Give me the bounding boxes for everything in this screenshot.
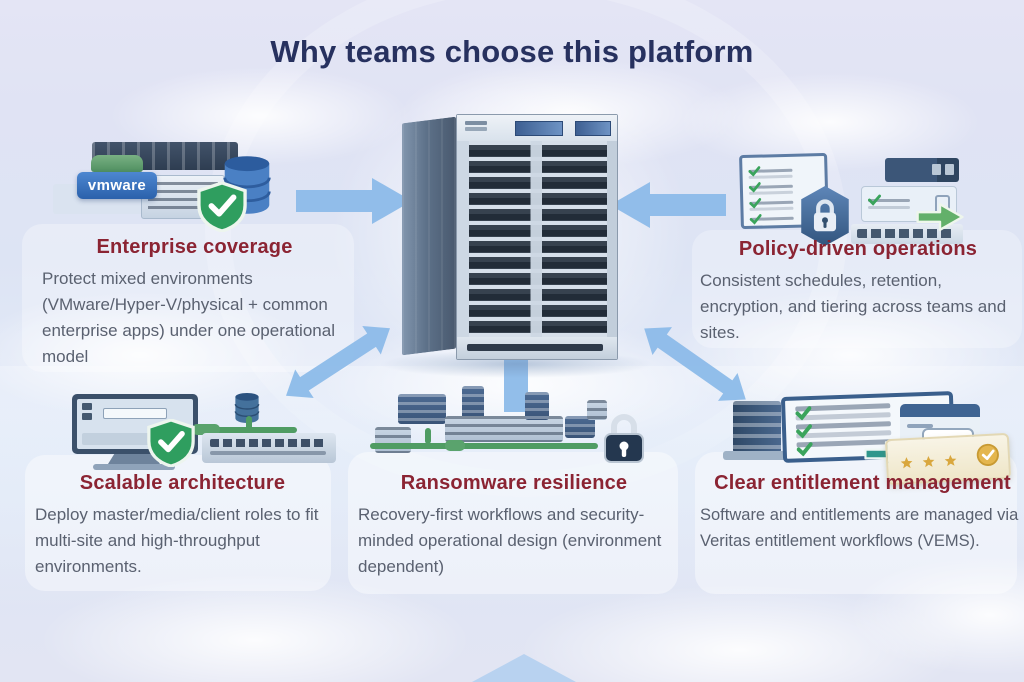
screen-detail (82, 433, 152, 445)
panel-ransomware (348, 452, 678, 594)
section-scalable-architecture: Scalable architecture Deploy master/medi… (35, 472, 330, 580)
padlock-icon (604, 414, 644, 463)
section-body: Software and entitlements are managed vi… (700, 506, 1019, 550)
server-box-icon (375, 427, 411, 453)
server-light (945, 164, 954, 175)
section-body: Recovery-first workflows and security-mi… (358, 505, 662, 576)
network-switch-icon (202, 433, 336, 463)
padlock-icon (801, 186, 849, 246)
switch-ports (210, 439, 326, 447)
card-line (868, 198, 910, 202)
server-top-bezel (457, 115, 617, 141)
app-card-header (900, 404, 980, 417)
server-brand-label (465, 121, 487, 125)
screen-detail (82, 413, 92, 420)
server-tower-icon (733, 401, 781, 453)
checklist-row (795, 419, 941, 442)
server-slots (857, 229, 955, 238)
shield-check-icon (197, 182, 247, 232)
network-node (192, 424, 220, 435)
section-heading: Scalable architecture (79, 472, 286, 494)
section-entitlement-management: Clear entitlement management Software an… (700, 472, 1024, 554)
server-box-icon (462, 386, 484, 420)
checklist-row (748, 177, 819, 195)
section-ransomware-resilience: Ransomware resilience Recovery-first wor… (358, 472, 670, 580)
policy-icon-cluster (722, 140, 1017, 252)
monitor-base (93, 464, 175, 470)
star-icon (922, 456, 935, 468)
star-icon (900, 457, 913, 469)
section-heading: Policy-driven operations (738, 238, 978, 260)
network-cable (370, 443, 598, 449)
shield-check-icon (147, 419, 195, 467)
section-policy-driven-operations: Policy-driven operations Consistent sche… (700, 238, 1016, 346)
vmware-badge: vmware (77, 172, 157, 199)
server-tower-base (723, 451, 789, 460)
server-display-window (575, 121, 611, 136)
switch-detail (210, 451, 326, 455)
server-side-panel (402, 116, 456, 356)
drive-slot (103, 408, 167, 419)
star-icon (944, 454, 957, 467)
server-box-icon (398, 394, 446, 424)
checklist-row (748, 161, 818, 179)
checklist-row (749, 193, 819, 211)
network-cable (183, 427, 297, 433)
section-body: Protect mixed environments (VMware/Hyper… (42, 269, 335, 366)
server-strip-icon (885, 158, 959, 182)
green-module-icon (91, 155, 143, 172)
server-front-panel (456, 114, 618, 360)
checklist-row (796, 437, 941, 460)
green-arrow-icon (916, 203, 964, 231)
page-title: Why teams choose this platform (270, 34, 754, 69)
server-base-bezel (457, 337, 617, 359)
server-drive-bays (457, 141, 617, 337)
section-enterprise-coverage: Enterprise coverage Protect mixed enviro… (42, 236, 347, 370)
server-display-window (515, 121, 563, 136)
server-box-icon (525, 392, 549, 420)
section-heading: Enterprise coverage (96, 236, 293, 258)
enterprise-icon-cluster: vmware (45, 128, 345, 240)
checklist-row (868, 192, 950, 208)
panel-policy (692, 230, 1022, 348)
central-server-rack-icon (402, 106, 620, 364)
server-light (932, 164, 941, 175)
section-heading: Ransomware resilience (400, 472, 628, 494)
panel-scalable (25, 455, 331, 591)
license-ticket-icon (884, 432, 1012, 486)
section-body: Deploy master/media/client roles to fit … (35, 505, 319, 576)
monitor-stand (108, 454, 160, 464)
network-cable (246, 416, 252, 433)
bottom-arrow-tip-decoration (472, 654, 576, 682)
app-card-line (907, 424, 933, 428)
server-base-slot (467, 344, 603, 351)
network-node (445, 440, 465, 451)
checklist-row (749, 209, 820, 227)
section-body: Consistent schedules, retention, encrypt… (700, 271, 1007, 342)
screen-detail (82, 403, 92, 410)
server-strip-icon (851, 224, 963, 244)
seal-icon (976, 443, 999, 466)
network-cable (425, 428, 431, 444)
section-heading: Clear entitlement management (714, 472, 1011, 494)
